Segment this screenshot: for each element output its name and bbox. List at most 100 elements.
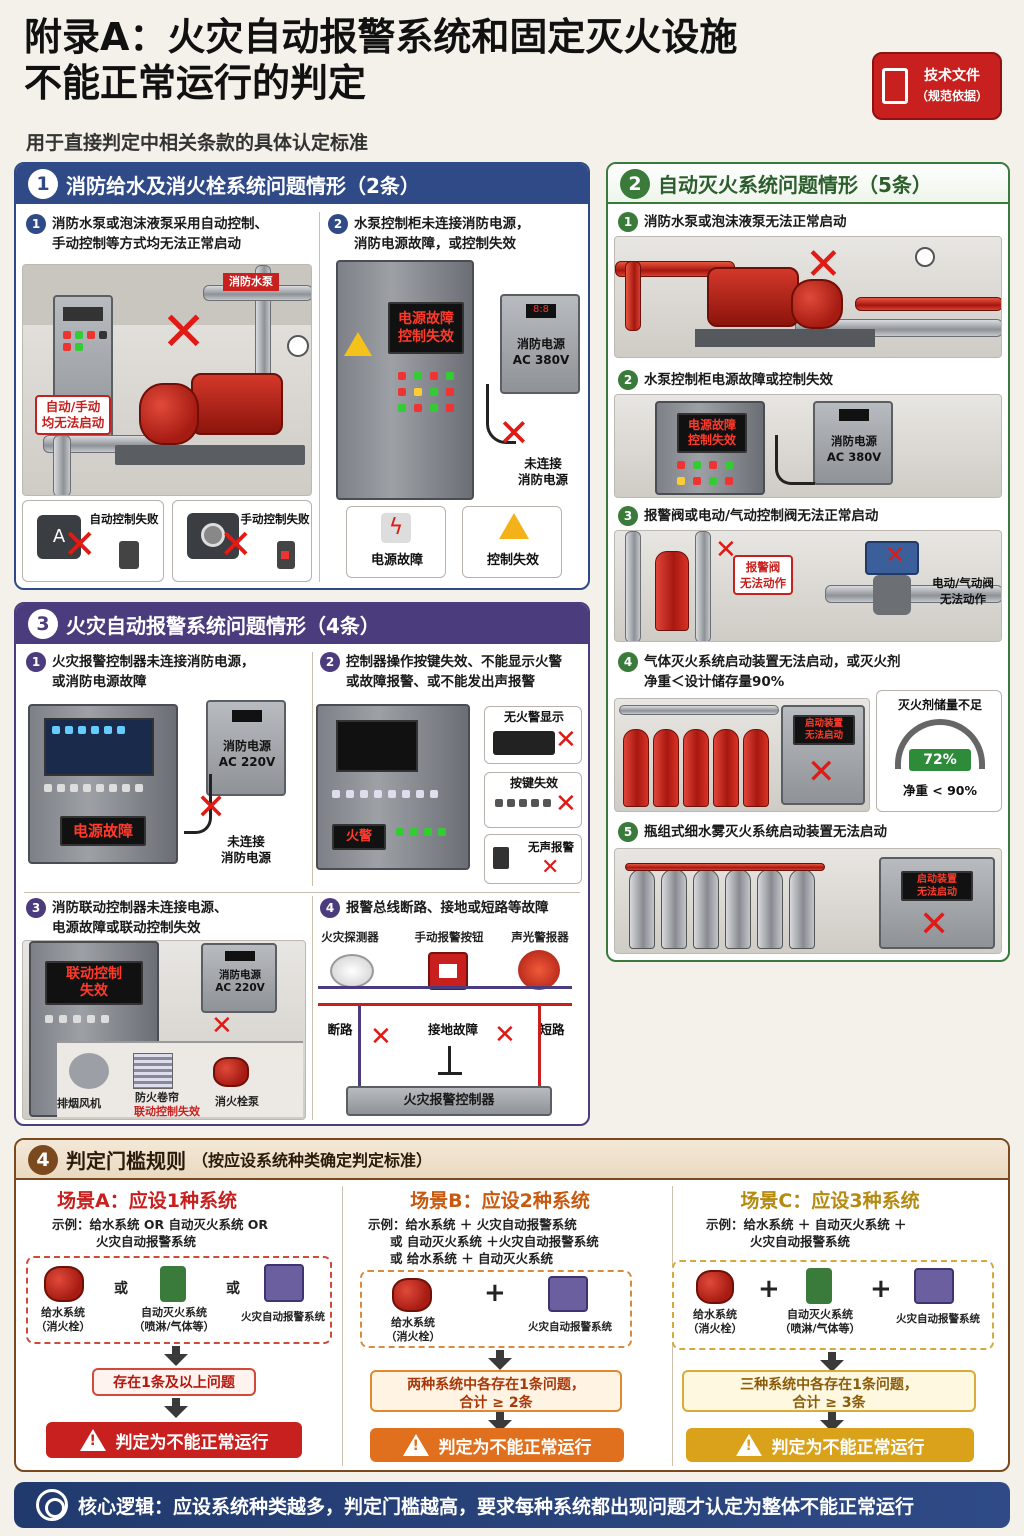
s3-item-3: 3 消防联动控制器未连接电源、电源故障或联动控制失效 <box>26 898 311 938</box>
valve-x-icon: ✕ <box>715 535 737 565</box>
section-1-header: 1 消防给水及消火栓系统问题情形（2条） <box>16 164 588 204</box>
s1-item-1: 1 消防水泵或泡沫液泵采用自动控制、手动控制等方式均无法正常启动 <box>26 214 316 254</box>
section-3-header: 3 火灾自动报警系统问题情形（4条） <box>16 604 588 644</box>
alarm-controller-cabinet: 电源故障 <box>28 704 178 864</box>
target-icon <box>36 1489 68 1521</box>
badge-line-2: （规范依据） <box>916 89 989 103</box>
control-fail-card: 控制失效 <box>462 506 562 578</box>
scenario-c-verdict: 判定为不能正常运行 <box>686 1428 974 1462</box>
s2-item-4: 4 气体灭火系统启动装置无法启动，或灭火剂净重＜设计储存量90% <box>618 652 1006 692</box>
disconnect-x-icon: ✕ <box>498 411 530 455</box>
open-x-icon: ✕ <box>370 1022 392 1052</box>
section-1-title: 消防给水及消火栓系统问题情形（2条） <box>66 173 420 198</box>
pressure-gauge-icon <box>287 335 309 357</box>
scenario-a-title: 场景A：应设1种系统 <box>57 1190 237 1212</box>
gas-x-icon: ✕ <box>807 752 836 792</box>
pump-room-scene: 自动/手动均无法启动 消防水泵 ✕ <box>22 264 312 496</box>
shutter-icon <box>133 1053 173 1089</box>
scenario-a-systems: 给水系统（消火栓） 或 自动灭火系统（喷淋/气体等） 或 火灾自动报警系统 <box>26 1256 332 1344</box>
fail-x-icon: ✕ <box>161 300 207 363</box>
alarm-controller-2: 火警 <box>316 704 470 870</box>
scenario-c-title: 场景C：应设3种系统 <box>740 1190 920 1212</box>
scenario-b-condition: 两种系统中各存在1条问题，合计 ≥ 2条 <box>370 1370 622 1412</box>
water-pump-icon <box>44 1266 84 1302</box>
sounder-icon <box>518 950 560 990</box>
section-water-supply: 1 消防给水及消火栓系统问题情形（2条） 1 消防水泵或泡沫液泵采用自动控制、手… <box>14 162 590 590</box>
scenario-b-verdict: 判定为不能正常运行 <box>370 1428 624 1462</box>
pump-control-cabinet-2: 电源故障控制失效 <box>336 260 474 500</box>
power-fault-card: ϟ 电源故障 <box>346 506 446 578</box>
alarm-controller-box: 火灾报警控制器 <box>346 1086 552 1116</box>
short-x-icon: ✕ <box>494 1020 516 1050</box>
scenario-b-example: 示例：给水系统 ＋ 火灾自动报警系统 或 自动灭火系统 ＋火灾自动报警系统 或 … <box>368 1217 599 1266</box>
core-logic-text: 核心逻辑：应设系统种类越多，判定门槛越高，要求每种系统都出现问题才认定为整体不能… <box>78 1495 915 1518</box>
pump-motor <box>191 373 283 435</box>
s2-pump-scene: ✕ <box>614 236 1002 358</box>
scenario-c: 场景C：应设3种系统 示例：给水系统 ＋ 自动灭火系统 ＋ 火灾自动报警系统 给… <box>672 1184 1006 1470</box>
power-fault-screen: 电源故障 <box>60 816 146 846</box>
scenario-a-example: 示例：给水系统 OR 自动灭火系统 OR 火灾自动报警系统 <box>52 1217 269 1249</box>
scenario-b: 场景B：应设2种系统 示例：给水系统 ＋ 火灾自动报警系统 或 自动灭火系统 ＋… <box>350 1184 666 1470</box>
s3-item-2: 2 控制器操作按键失效、不能显示火警或故障报警、或不能发出声报警 <box>320 652 586 692</box>
s3-disconnect-x-icon: ✕ <box>196 787 227 828</box>
section-2-header: 2 自动灭火系统问题情形（5条） <box>608 164 1008 204</box>
auto-key-icon: A <box>37 515 81 559</box>
section-1-number: 1 <box>28 169 58 199</box>
scenario-a-condition: 存在1条及以上问题 <box>92 1368 256 1396</box>
section-3-number: 3 <box>28 609 58 639</box>
title-line-1: 附录A：火灾自动报警系统和固定灭火设施 <box>24 15 738 59</box>
manual-x-icon: ✕ <box>219 522 253 568</box>
linkage-fail-label: 联动控制失效 <box>134 1105 200 1118</box>
auto-manual-label: 自动/手动均无法启动 <box>35 395 111 435</box>
no-sound-card: 无声报警 ✕ <box>484 834 582 884</box>
gauge-value: 72% <box>909 749 971 771</box>
badge-line-1: 技术文件 <box>924 68 980 84</box>
hydrant-pump-icon <box>213 1057 249 1087</box>
speaker-icon <box>493 847 509 869</box>
s2-mist-scene: 启动装置无法启动 ✕ <box>614 848 1002 954</box>
scenario-c-example: 示例：给水系统 ＋ 自动灭火系统 ＋ 火灾自动报警系统 <box>706 1217 907 1249</box>
scenario-a-verdict: 判定为不能正常运行 <box>46 1422 302 1458</box>
auto-x-icon: ✕ <box>63 522 97 568</box>
sprinkler-icon <box>160 1266 186 1302</box>
linkage-screen: 联动控制失效 <box>45 961 143 1005</box>
actuator <box>865 541 919 575</box>
title-line-2: 不能正常运行的判定 <box>24 61 367 105</box>
s3-not-connected-label: 未连接消防电源 <box>220 834 271 865</box>
scenario-b-systems: 给水系统（消火栓） + 火灾自动报警系统 <box>360 1270 632 1348</box>
s3-item-1: 1 火灾报警控制器未连接消防电源，或消防电源故障 <box>26 652 311 692</box>
section-2-title: 自动灭火系统问题情形（5条） <box>658 172 932 197</box>
scenario-c-condition: 三种系统中各存在1条问题，合计 ≥ 3条 <box>682 1370 976 1412</box>
section-threshold-rules: 4 判定门槛规则 （按应设系统种类确定判定标准） 场景A：应设1种系统 示例：给… <box>14 1138 1010 1472</box>
s2-valve-scene: 报警阀无法动作 ✕ ✕ 电动/气动阀无法动作 <box>614 530 1002 642</box>
warning-triangle-icon <box>79 1429 106 1451</box>
document-icon <box>882 68 908 104</box>
warning-icon <box>344 332 372 356</box>
agent-gauge-card: 灭火剂储量不足 72% 净重 < 90% <box>876 690 1002 812</box>
scenario-a: 场景A：应设1种系统 示例：给水系统 OR 自动灭火系统 OR 火灾自动报警系统… <box>22 1184 340 1470</box>
bus-diagram: 火灾探测器 手动报警按钮 声光警报器 断路 ✕ 接地故障 ✕ 短路 火灾报警控制… <box>318 926 580 1120</box>
section-4-title: 判定门槛规则 <box>66 1148 186 1173</box>
manual-fail-card: 手动控制失败 ✕ <box>172 500 312 582</box>
auto-fail-card: A 自动控制失败 ✕ <box>22 500 164 582</box>
alarm-valve-label: 报警阀无法动作 <box>733 555 793 595</box>
s1-item-2: 2 水泵控制柜未连接消防电源，消防电源故障，或控制失效 <box>328 214 586 254</box>
lightning-icon: ϟ <box>381 513 411 543</box>
fire-screen: 火警 <box>332 824 386 850</box>
tech-doc-badge: 技术文件 （规范依据） <box>872 52 1002 120</box>
pump-tag: 消防水泵 <box>223 273 279 291</box>
s2-x-icon-1: ✕ <box>805 239 842 290</box>
smoke-fan-icon <box>69 1053 109 1089</box>
page-subtitle: 用于直接判定中相关条款的具体认定标准 <box>26 132 369 154</box>
section-fire-alarm: 3 火灾自动报警系统问题情形（4条） 1 火灾报警控制器未连接消防电源，或消防电… <box>14 602 590 1126</box>
core-logic-footer: 核心逻辑：应设系统种类越多，判定门槛越高，要求每种系统都出现问题才认定为整体不能… <box>14 1482 1010 1528</box>
fire-pump <box>139 383 199 445</box>
caution-icon <box>499 513 529 539</box>
section-2-number: 2 <box>620 169 650 199</box>
page-title: 附录A：火灾自动报警系统和固定灭火设施 不能正常运行的判定 <box>24 14 864 106</box>
